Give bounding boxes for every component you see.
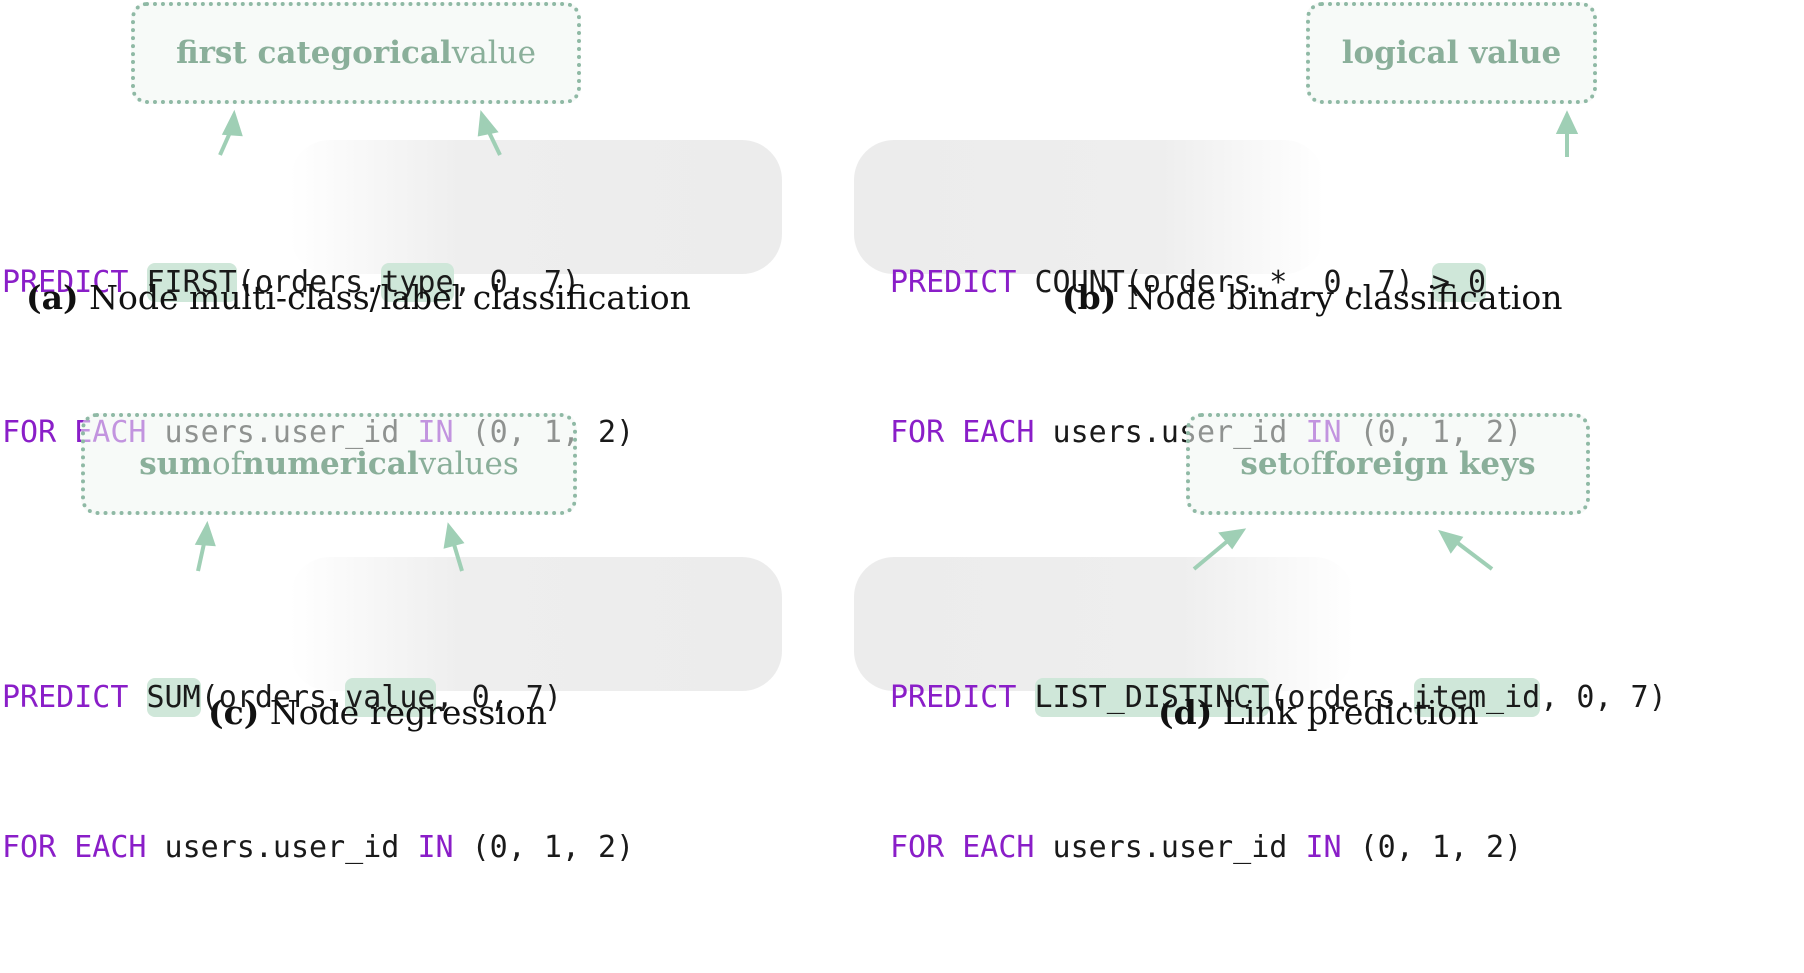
figure-caption: (a) Node multi-class/label classificatio… [26, 278, 691, 317]
code-background [290, 140, 782, 274]
callout-box: first categorical value [131, 2, 581, 104]
code-line-1: PREDICT LIST_DISTINCT(orders.item_id, 0,… [890, 673, 1667, 723]
code-token: , 0, 7) [453, 265, 580, 300]
caption-text: Node binary classification [1116, 278, 1563, 317]
caption-tag: (c) [208, 693, 260, 732]
arrow-head [1438, 529, 1464, 554]
code-keyword: PREDICT [2, 680, 129, 715]
code-keyword: FOR EACH [2, 830, 147, 865]
code-token: (orders. [1269, 680, 1414, 715]
code-keyword: IN [417, 830, 454, 865]
callout-text: of [1291, 446, 1323, 482]
arrow [1192, 537, 1232, 571]
panel-c: sum of numerical values PREDICT SUM(orde… [0, 371, 902, 865]
caption-text: Node regression [259, 693, 547, 732]
code-token: (0, 1, 2) [453, 830, 635, 865]
callout-arrows [218, 109, 502, 156]
arrow-head [1555, 110, 1579, 134]
caption-tag: (a) [26, 278, 79, 317]
callout-box: sum of numerical values [81, 413, 577, 515]
code-keyword: PREDICT [890, 265, 1017, 300]
callout-arrows [1192, 528, 1494, 571]
code-highlight: LIST_DISTINCT [1034, 678, 1270, 717]
caption-tag: (d) [1158, 693, 1213, 732]
code-line-1: PREDICT SUM(orders.value, 0, 7) [2, 673, 634, 723]
arrow-head [443, 522, 465, 549]
arrow-head [194, 520, 216, 547]
panel-a: first categorical value PREDICT FIRST(or… [0, 0, 902, 450]
code-background [854, 140, 1324, 274]
callout-keyword: foreign keys [1322, 446, 1536, 482]
arrow [1453, 539, 1494, 571]
code-highlight: FIRST [146, 263, 237, 302]
code-highlight: value [345, 678, 436, 717]
code-highlight: SUM [146, 678, 201, 717]
code-background [290, 557, 782, 691]
code-token: (0, 1, 2) [1341, 830, 1523, 865]
callout-keyword: logical value [1341, 35, 1562, 71]
caption-text: Link prediction [1212, 693, 1479, 732]
callout-arrows [1555, 110, 1579, 157]
code-highlight: type [381, 263, 454, 302]
code-token: , 0, 7) [1540, 680, 1667, 715]
arrow-head [1218, 528, 1247, 550]
arrow-head [221, 109, 243, 137]
callout-keyword: numerical [242, 446, 419, 482]
callout-text: value [451, 35, 536, 71]
callout-box: logical value [1306, 2, 1597, 104]
callout-keyword: first categorical [176, 35, 452, 71]
code-line-1: PREDICT FIRST(orders.type, 0, 7) [2, 258, 634, 308]
code-highlight: > 0 [1431, 263, 1487, 302]
panel-d: set of foreign keys PREDICT LIST_DISTINC… [854, 371, 1804, 865]
callout-box: set of foreign keys [1186, 413, 1590, 515]
caption-text: Node multi-class/label classification [78, 278, 691, 317]
code-token: (orders. [236, 265, 382, 300]
code-line-2: FOR EACH users.user_id IN (0, 1, 2) [890, 823, 1667, 873]
code-token: (orders. [200, 680, 346, 715]
code-keyword: PREDICT [890, 680, 1017, 715]
code-token: users.user_id [146, 830, 418, 865]
callout-text: values [418, 446, 519, 482]
code-highlight: item_id [1413, 678, 1541, 717]
callout-text: of [212, 446, 243, 482]
caption-tag: (b) [1062, 278, 1117, 317]
code-keyword: FOR EACH [890, 830, 1035, 865]
code-keyword: FOR EACH [890, 415, 1035, 450]
code-line-1: PREDICT COUNT(orders.*, 0, 7) > 0 [890, 258, 1522, 308]
figure-caption: (b) Node binary classification [1062, 278, 1562, 317]
arrow [451, 540, 464, 572]
code-token: COUNT(orders.*, 0, 7) [1016, 265, 1432, 300]
callout-keyword: set [1240, 446, 1292, 482]
arrow-head [477, 110, 499, 137]
code-keyword: IN [1305, 830, 1342, 865]
code-token: users.user_id [1034, 830, 1306, 865]
code-keyword: PREDICT [2, 265, 129, 300]
callout-arrows [194, 520, 465, 572]
code-line-2: FOR EACH users.user_id IN (0, 1, 2) [2, 823, 634, 873]
figure-caption: (c) Node regression [208, 693, 547, 732]
code-token: , 0, 7) [435, 680, 562, 715]
figure-caption: (d) Link prediction [1158, 693, 1479, 732]
code-background [854, 557, 1354, 691]
panel-b: logical value PREDICT COUNT(orders.*, 0,… [854, 0, 1804, 450]
callout-keyword: sum [139, 446, 213, 482]
